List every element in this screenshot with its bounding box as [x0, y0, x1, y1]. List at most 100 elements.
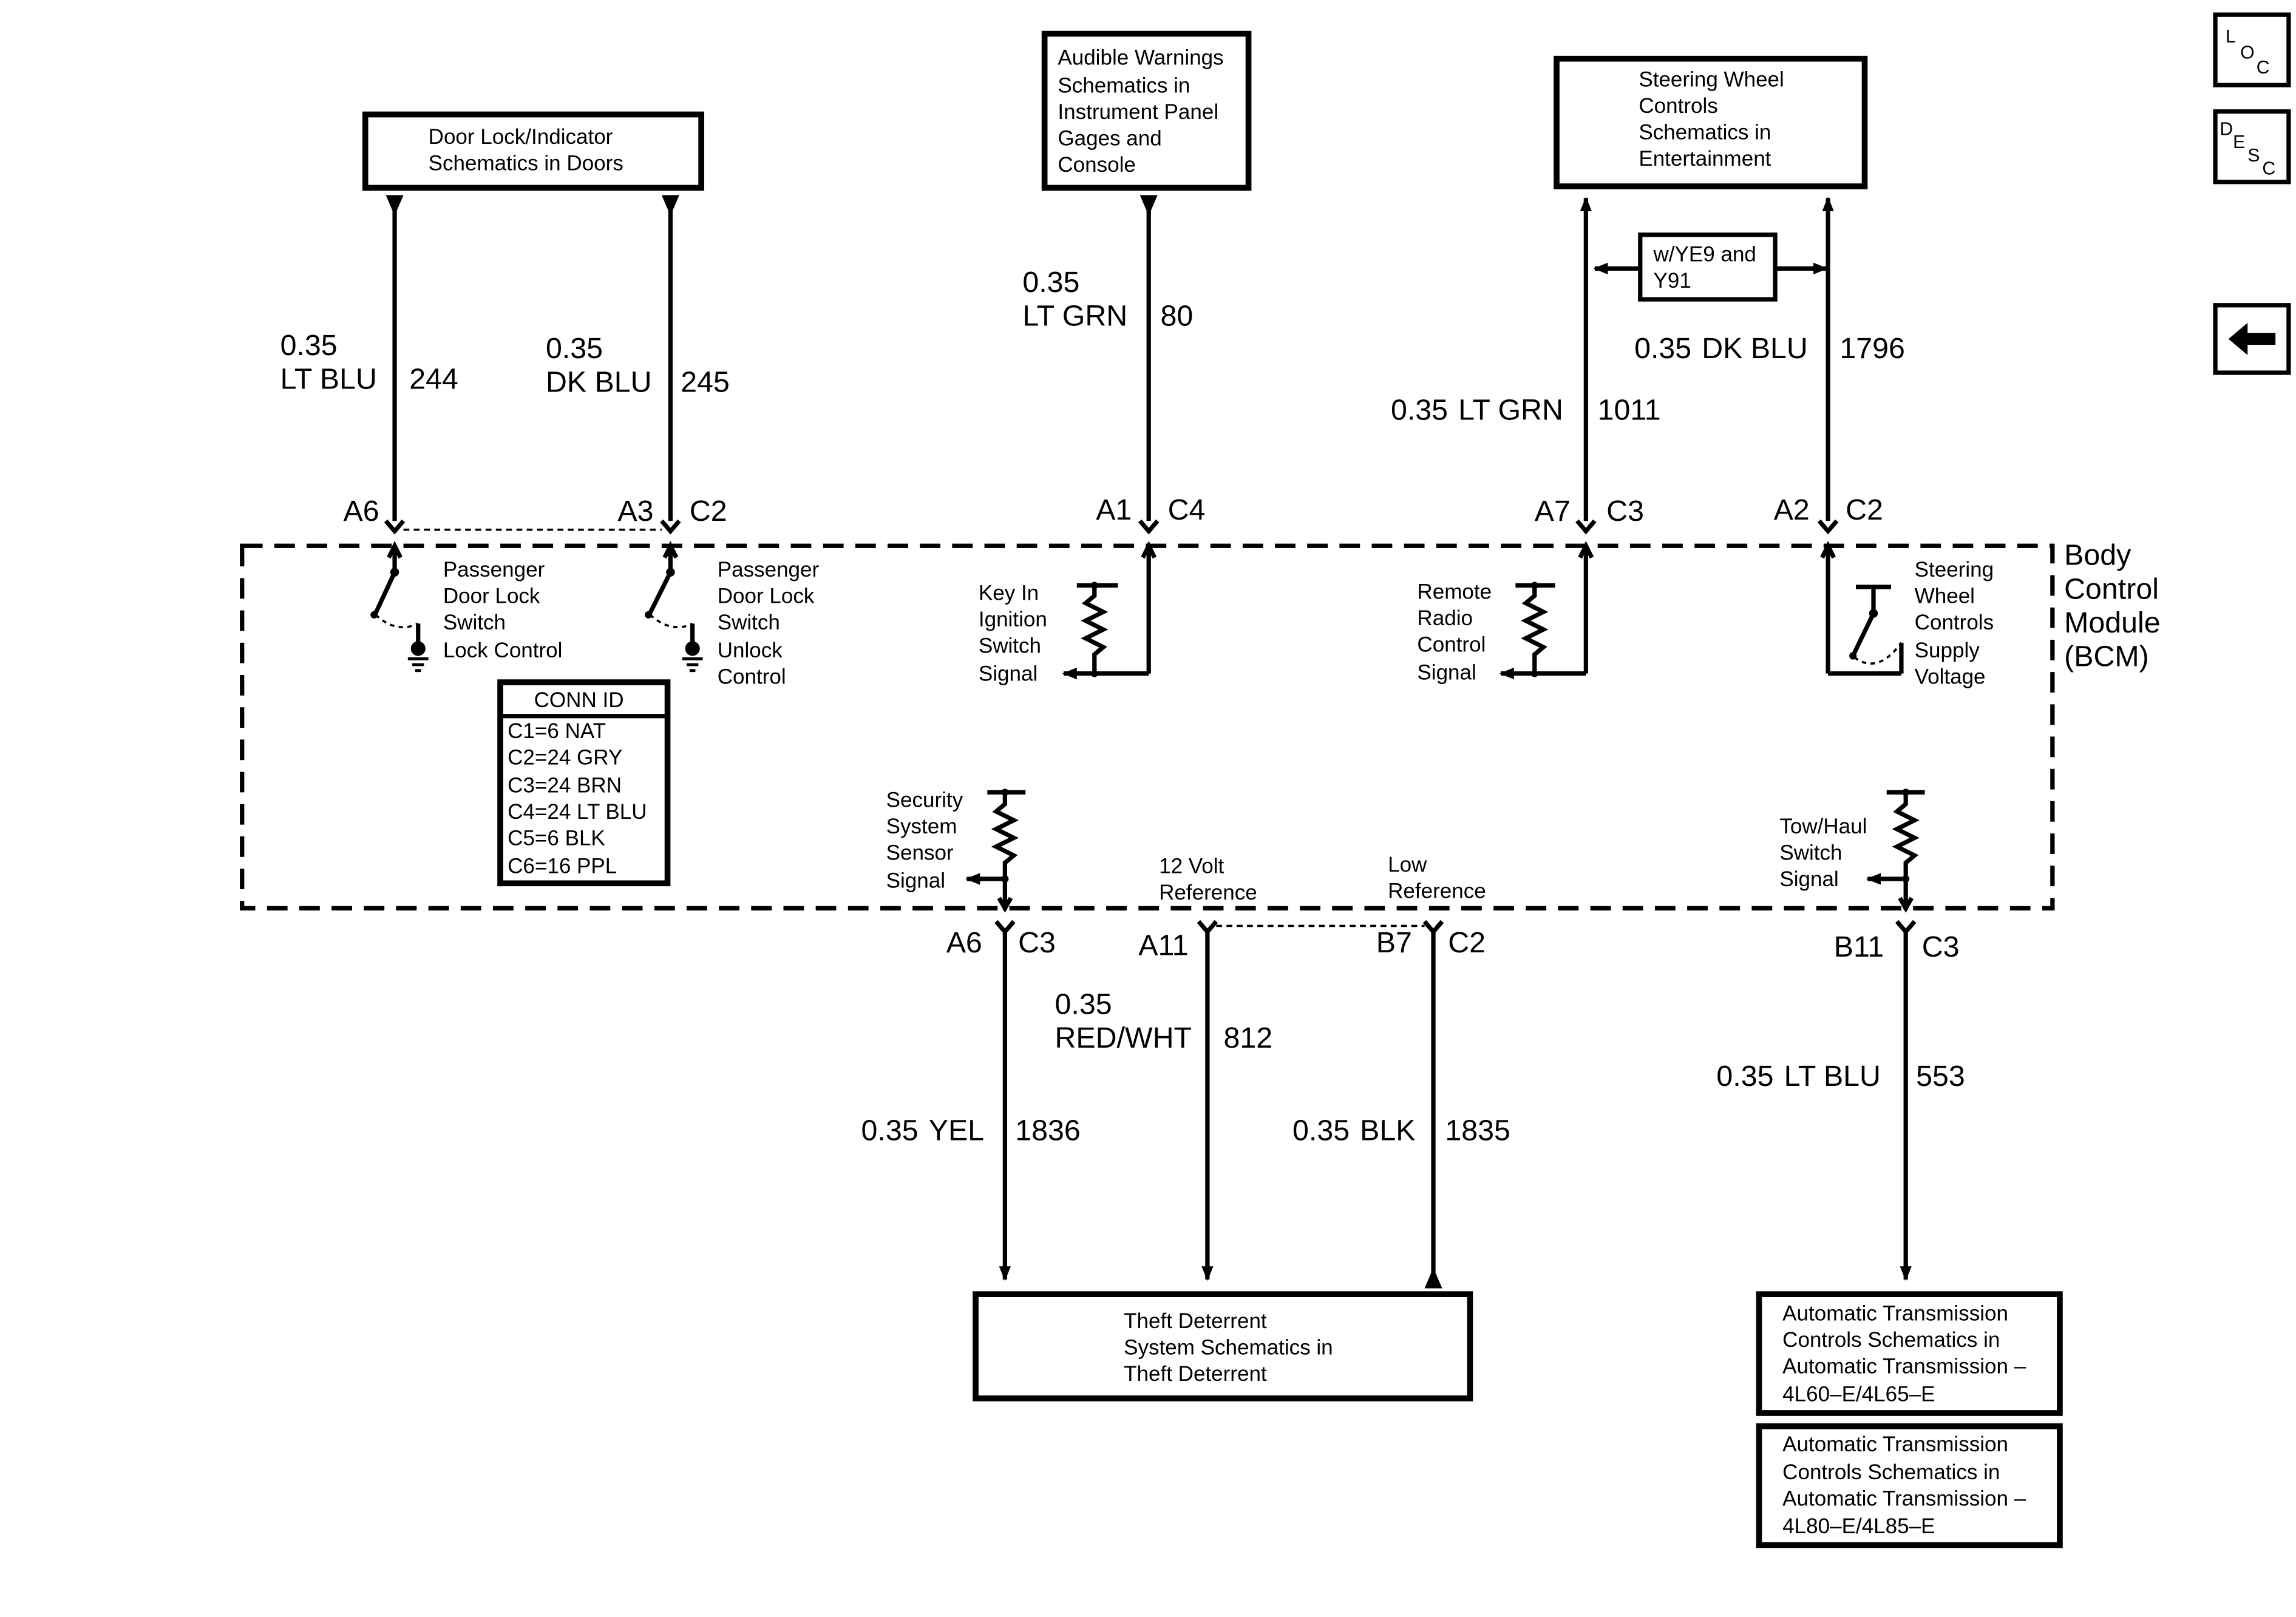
internal-label: Tow/Haul	[1779, 815, 1867, 838]
circuit-number: 244	[409, 363, 458, 396]
internal-label: Sensor	[886, 841, 954, 865]
internal-label: Signal	[979, 662, 1038, 686]
internal-label: Switch	[1779, 841, 1842, 865]
box-line: Gages and	[1058, 126, 1161, 150]
pin-label: B7	[1376, 926, 1412, 959]
internal-label: Signal	[886, 869, 945, 893]
wire-color: LT BLU	[1784, 1060, 1881, 1093]
connector-chevron	[660, 519, 681, 535]
internal-label: Voltage	[1915, 665, 1986, 689]
pin-label: A6	[946, 926, 982, 959]
theft-deterrent-schematics-box[interactable]: Theft Deterrent System Schematics in The…	[973, 1291, 1473, 1402]
box-line: Controls	[1639, 94, 1717, 118]
back-button[interactable]	[2213, 303, 2291, 375]
internal-label: Switch	[443, 611, 506, 634]
internal-label: Signal	[1779, 867, 1838, 891]
bcm-name-line: Module	[2064, 606, 2160, 639]
nav-letter: C	[2262, 159, 2275, 179]
circuit-number: 812	[1223, 1022, 1272, 1054]
conn-id-row: C2=24 GRY	[508, 745, 622, 769]
wire-gauge: 0.35	[280, 329, 338, 362]
wire-color: LT GRN	[1022, 300, 1127, 333]
desc-button[interactable]: D E S C	[2213, 109, 2291, 185]
circuit-number: 553	[1916, 1060, 1965, 1093]
connector-label: C3	[1606, 495, 1644, 527]
connector-label: C2	[690, 495, 727, 527]
steering-wheel-controls-schematics-box[interactable]: Steering Wheel Controls Schematics in En…	[1554, 55, 1868, 189]
connector-chevron	[1817, 519, 1839, 535]
conn-id-row: C6=16 PPL	[508, 854, 617, 878]
wire-gauge: 0.35	[1022, 266, 1079, 299]
box-line: Audible Warnings	[1058, 46, 1223, 69]
internal-label: Controls	[1915, 611, 1994, 634]
internal-label: Supply	[1915, 639, 1980, 662]
internal-label: Steering	[1915, 558, 1994, 581]
internal-label: Door Lock	[443, 585, 540, 608]
pin-label: A11	[1138, 929, 1188, 962]
bottom-wire-labels: 0.35 YEL 1836 0.35 RED/WHT 812 0.35 BLK …	[861, 988, 1965, 1147]
wire-color: DK BLU	[1702, 332, 1808, 365]
conn-id-row: C5=6 BLK	[508, 826, 605, 850]
connector-label: C2	[1448, 926, 1486, 959]
audible-warnings-schematics-box[interactable]: Audible Warnings Schematics in Instrumen…	[1041, 30, 1252, 191]
connector-arrow	[661, 195, 679, 216]
connector-label: C2	[1846, 493, 1883, 526]
connector-arrow	[1140, 195, 1158, 216]
connector-arrow	[1424, 1267, 1442, 1289]
circuit-number: 1011	[1598, 393, 1661, 426]
internal-label: Reference	[1388, 879, 1486, 903]
connector-chevron	[994, 920, 1016, 935]
wire-gauge: 0.35	[1716, 1060, 1773, 1093]
box-line: 4L60–E/4L65–E	[1782, 1383, 1935, 1406]
wire-color: DK BLU	[546, 365, 652, 398]
internal-label: Passenger	[718, 558, 820, 581]
connector-chevron	[1422, 920, 1444, 935]
wire-color: RED/WHT	[1055, 1022, 1192, 1054]
reference-labels: 12 Volt Reference Low Reference	[1159, 853, 1486, 904]
tow-haul-circuit: Tow/Haul Switch Signal	[1779, 788, 1925, 913]
transmission-4l80e-schematics-box[interactable]: Automatic Transmission Controls Schemati…	[1756, 1423, 2063, 1548]
box-line: Automatic Transmission –	[1782, 1355, 2026, 1378]
internal-label: Wheel	[1915, 585, 1975, 608]
circuit-number: 1836	[1015, 1114, 1080, 1147]
connector-arrow	[385, 195, 404, 216]
box-line: Controls Schematics in	[1782, 1328, 2000, 1352]
transmission-4l60e-schematics-box[interactable]: Automatic Transmission Controls Schemati…	[1756, 1291, 2063, 1416]
internal-label: Key In	[979, 581, 1039, 605]
internal-label: Radio	[1417, 606, 1473, 630]
internal-label: Reference	[1159, 881, 1257, 904]
bcm-name-line: Control	[2064, 572, 2159, 605]
conn-id-title: CONN ID	[534, 688, 624, 712]
box-line: 4L80–E/4L85–E	[1782, 1514, 1935, 1538]
box-line: Instrument Panel	[1058, 100, 1218, 124]
wire-gauge: 0.35	[1292, 1114, 1350, 1147]
wire-color: LT BLU	[280, 363, 377, 396]
circuit-number: 1796	[1839, 332, 1904, 365]
internal-label: Low	[1388, 853, 1427, 876]
wire-gauge: 0.35	[1391, 393, 1448, 426]
door-lock-schematics-box[interactable]: Door Lock/Indicator Schematics in Doors	[362, 111, 704, 191]
nav-letter: L	[2226, 27, 2236, 47]
connector-chevron	[1197, 920, 1218, 935]
circuit-number: 245	[681, 365, 730, 398]
top-wires	[384, 195, 1839, 535]
pin-label: A1	[1096, 493, 1132, 526]
box-line: Automatic Transmission	[1782, 1432, 2008, 1456]
nav-letter: O	[2240, 43, 2254, 63]
steering-supply-circuit: Steering Wheel Controls Supply Voltage	[1820, 541, 1994, 689]
passenger-unlock-switch: Passenger Door Lock Switch Unlock Contro…	[645, 541, 820, 689]
internal-label: Control	[1417, 632, 1486, 656]
internal-label: Ignition	[979, 608, 1047, 631]
pin-label: B11	[1834, 931, 1884, 963]
nav-letter: S	[2247, 146, 2260, 166]
internal-label: Switch	[979, 634, 1041, 658]
circuit-number: 1835	[1445, 1114, 1510, 1147]
key-in-ignition-circuit: Key In Ignition Switch Signal	[979, 541, 1157, 686]
internal-label: Lock Control	[443, 639, 563, 662]
connector-label: C4	[1168, 493, 1206, 526]
box-line: System Schematics in	[1124, 1335, 1333, 1359]
internal-label: Signal	[1417, 660, 1476, 684]
connector-label: C3	[1922, 931, 1960, 963]
loc-button[interactable]: L O C	[2213, 12, 2291, 87]
internal-label: Security	[886, 788, 963, 812]
